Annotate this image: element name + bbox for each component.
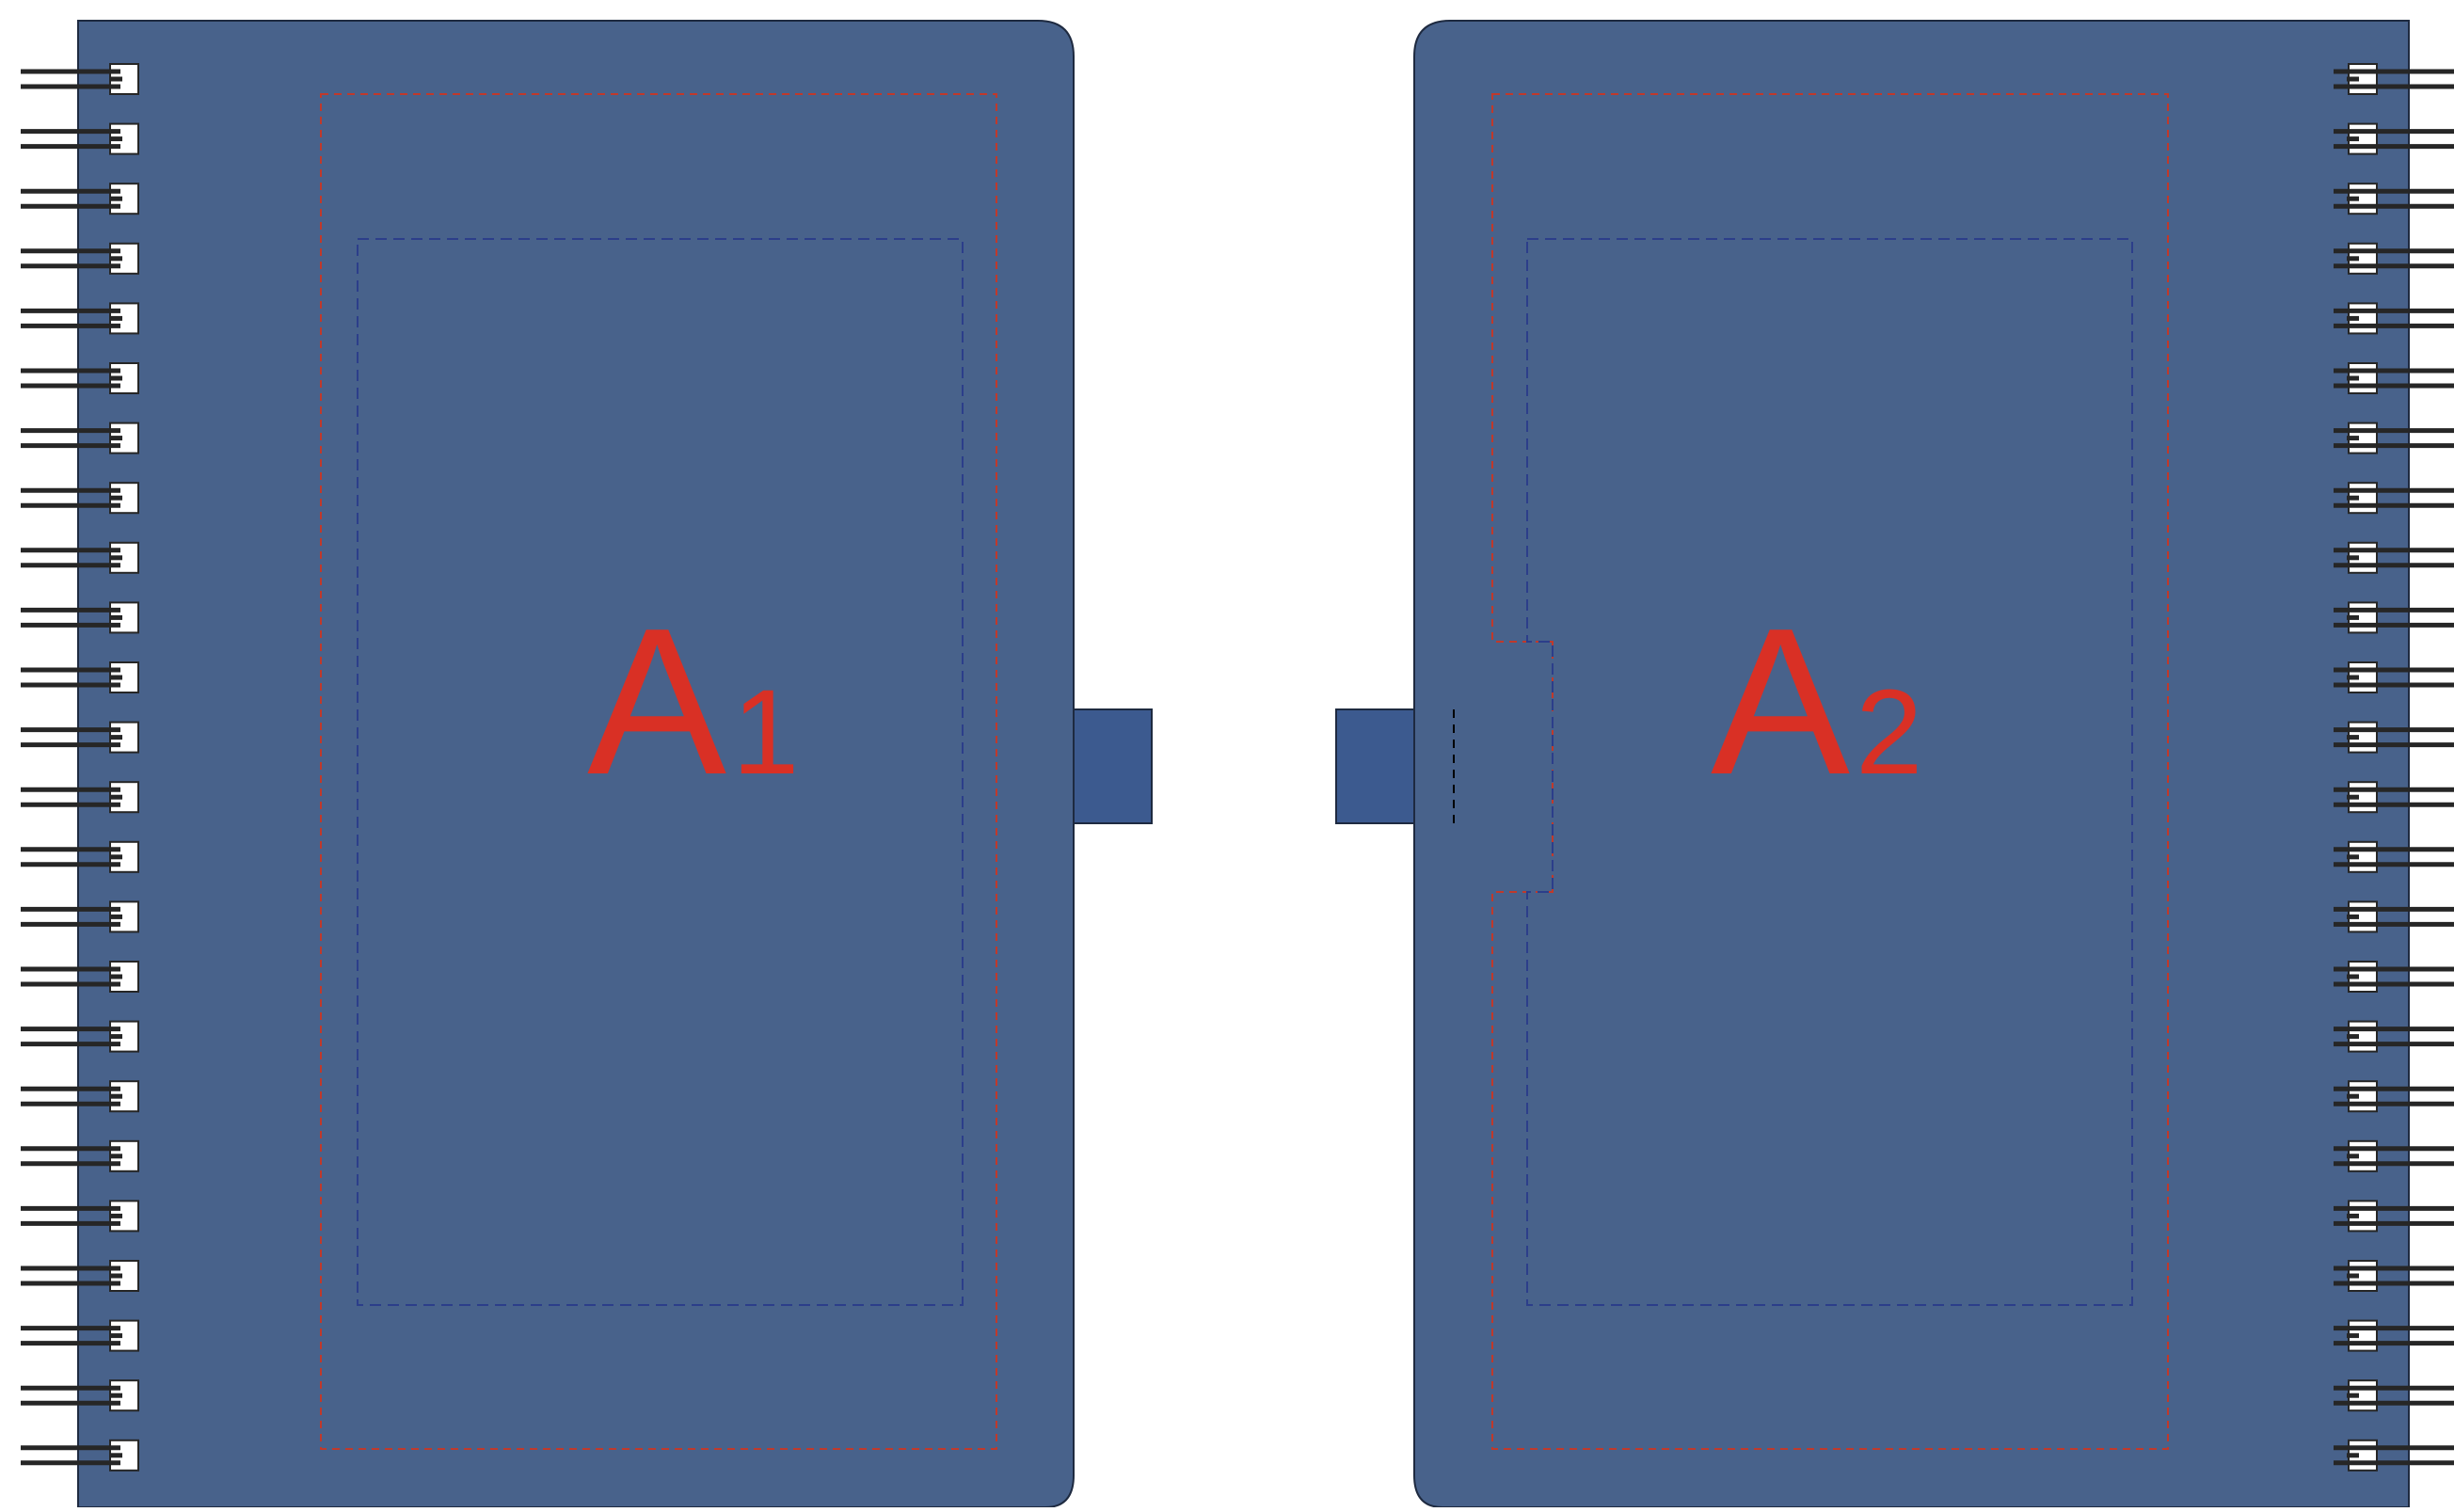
spiral-coil-icon (2334, 541, 2454, 574)
spiral-coil-icon (2334, 840, 2454, 873)
front-label-letter: A (587, 585, 726, 819)
spiral-coil-icon (21, 302, 139, 335)
front-safe-area (357, 238, 964, 1306)
front-closure-tab (1073, 708, 1153, 824)
spiral-coil-icon (2334, 362, 2454, 394)
spiral-coil-icon (2334, 422, 2454, 454)
spiral-coil-icon (21, 900, 139, 933)
spiral-coil-icon (21, 541, 139, 574)
spiral-coil-icon (2334, 63, 2454, 95)
spiral-coil-icon (21, 721, 139, 754)
spiral-coil-icon (2334, 601, 2454, 634)
spiral-coil-icon (21, 781, 139, 814)
spiral-coil-icon (21, 422, 139, 454)
spiral-coil-icon (2334, 1439, 2454, 1472)
spiral-coil-icon (21, 1319, 139, 1352)
spiral-coil-icon (21, 840, 139, 873)
spiral-coil-icon (21, 1139, 139, 1172)
spiral-coil-icon (21, 122, 139, 155)
spiral-coil-icon (2334, 1319, 2454, 1352)
back-safe-area (1526, 238, 2133, 1306)
spiral-coil-icon (2334, 1139, 2454, 1172)
spiral-coil-icon (21, 183, 139, 215)
spiral-coil-icon (2334, 781, 2454, 814)
back-label-index: 2 (1856, 665, 1922, 800)
spiral-coil-icon (21, 482, 139, 515)
spiral-coil-icon (2334, 721, 2454, 754)
spiral-coil-icon (2334, 900, 2454, 933)
back-spiral-binding (2334, 63, 2454, 1472)
spiral-coil-icon (21, 1200, 139, 1233)
back-cover-label: A2 (1711, 585, 1922, 819)
spiral-coil-icon (21, 362, 139, 394)
front-label-index: 1 (732, 665, 799, 800)
spiral-coil-icon (21, 1020, 139, 1053)
spiral-coil-icon (21, 1080, 139, 1113)
spiral-coil-icon (2334, 302, 2454, 335)
spiral-coil-icon (2334, 961, 2454, 993)
spiral-coil-icon (2334, 661, 2454, 693)
spiral-coil-icon (21, 601, 139, 634)
spiral-coil-icon (2334, 122, 2454, 155)
spiral-coil-icon (21, 1379, 139, 1412)
back-print-area (1491, 93, 2169, 1450)
spiral-coil-icon (2334, 1080, 2454, 1113)
spiral-coil-icon (2334, 1379, 2454, 1412)
front-cover-body (77, 20, 1075, 1508)
back-closure-tab (1335, 708, 1415, 824)
front-cover-label: A1 (587, 585, 799, 819)
spiral-coil-icon (21, 661, 139, 693)
spiral-coil-icon (21, 1260, 139, 1292)
back-cover: A2 (1335, 20, 2454, 1508)
front-cover: A1 (21, 20, 1153, 1508)
spiral-coil-icon (2334, 482, 2454, 515)
spiral-coil-icon (2334, 1260, 2454, 1292)
spiral-coil-icon (21, 1439, 139, 1472)
spiral-coil-icon (2334, 1200, 2454, 1233)
spiral-coil-icon (2334, 1020, 2454, 1053)
spiral-coil-icon (2334, 183, 2454, 215)
spiral-coil-icon (21, 961, 139, 993)
front-spiral-binding (21, 63, 139, 1472)
spiral-coil-icon (21, 63, 139, 95)
spiral-coil-icon (21, 242, 139, 275)
back-label-letter: A (1711, 585, 1850, 819)
spiral-coil-icon (2334, 242, 2454, 275)
